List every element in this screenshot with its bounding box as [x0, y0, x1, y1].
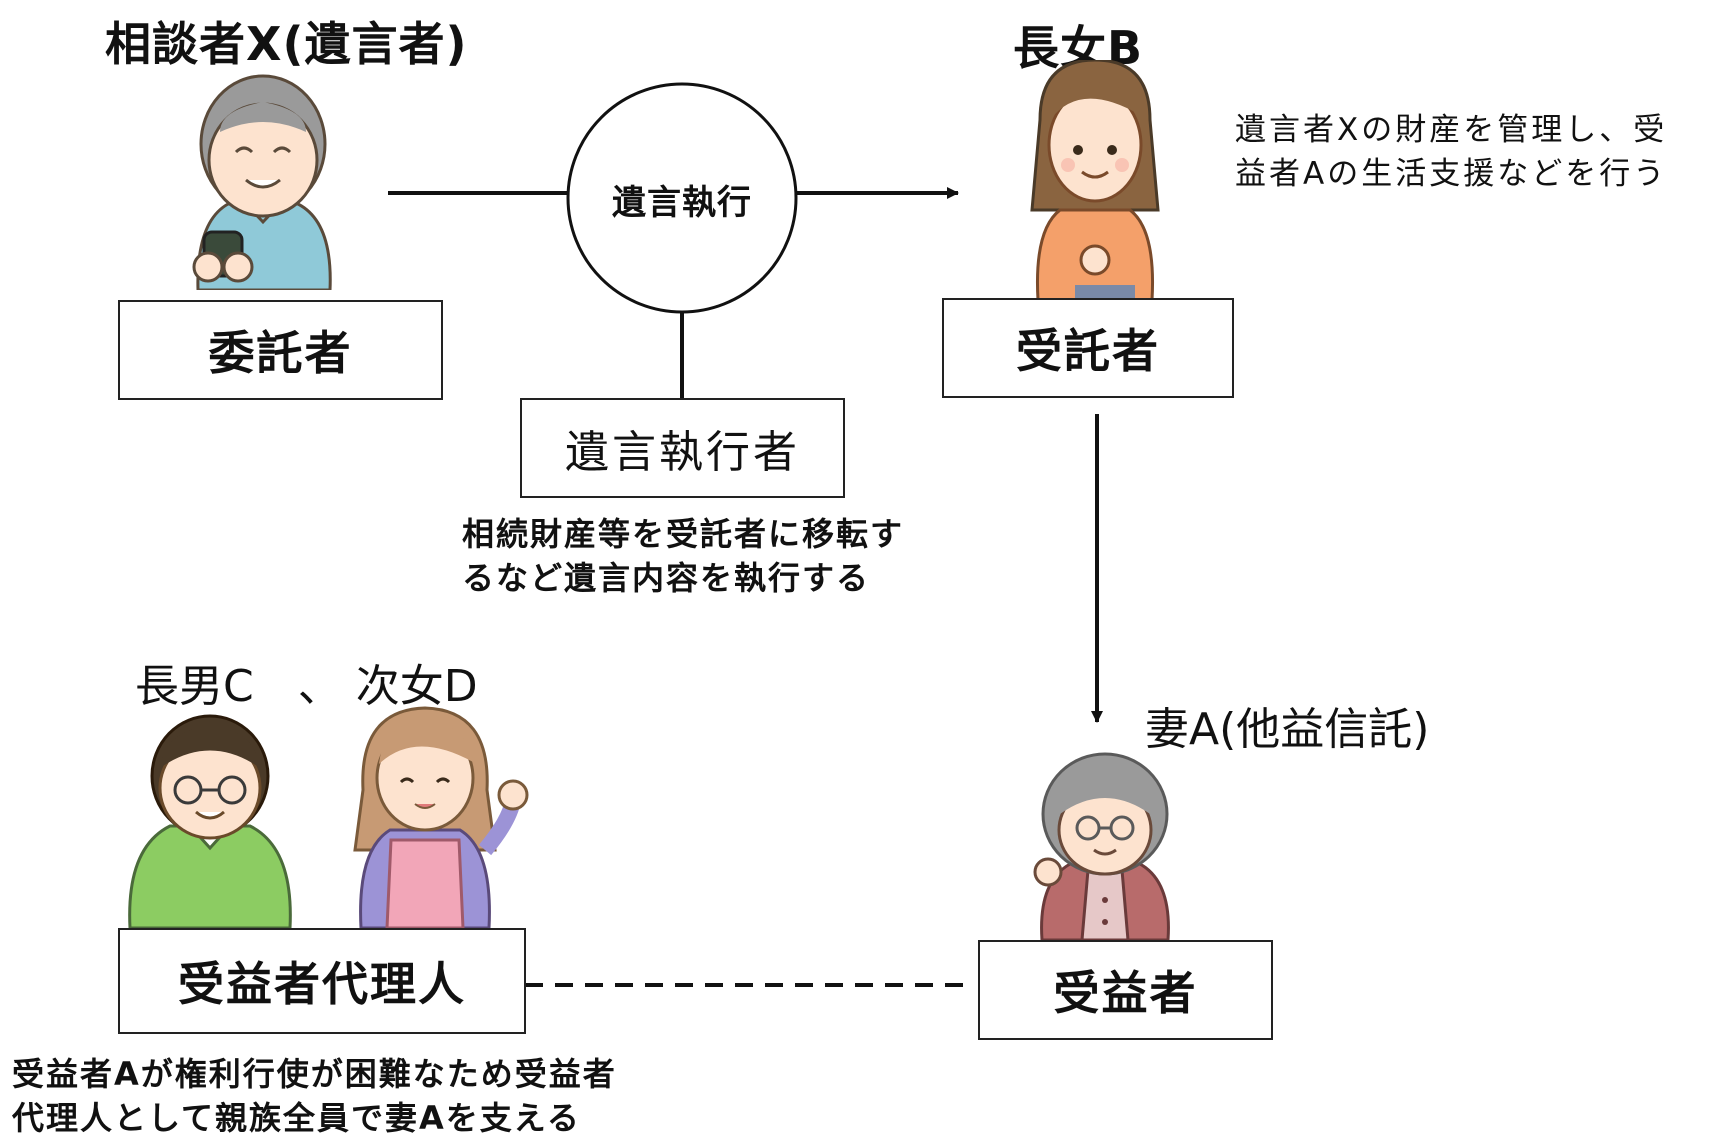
elderly-man-illustration: [192, 74, 332, 290]
will-execution-label: 遺言執行: [612, 183, 752, 223]
beneficiary-agent-role-box: 受益者代理人: [118, 928, 526, 1034]
trustee-note-line1: 遺言者Xの財産を管理し、受: [1235, 112, 1668, 148]
son-illustration: [128, 714, 292, 928]
children-name-label: 長男C 、 次女D: [135, 661, 478, 712]
wife-name-label: 妻A(他益信託): [1145, 704, 1430, 755]
executor-role-box: 遺言執行者: [520, 398, 845, 498]
settlor-name-label: 相談者X(遺言者): [105, 17, 468, 71]
trustee-role-box: 受託者: [942, 298, 1234, 398]
will-execution-circle: [566, 82, 798, 314]
executor-note-line1: 相続財産等を受託者に移転す: [462, 515, 905, 553]
trustee-note-line2: 益者Aの生活支援などを行う: [1235, 156, 1668, 192]
younger-daughter-illustration: [353, 706, 529, 928]
agent-note-line2: 代理人として親族全員で妻Aを支える: [12, 1099, 581, 1137]
beneficiary-role-box: 受益者: [978, 940, 1273, 1040]
settlor-role-box: 委託者: [118, 300, 443, 400]
executor-note-line2: るなど遺言内容を執行する: [462, 559, 871, 597]
agent-note-line1: 受益者Aが権利行使が困難なため受益者: [12, 1055, 617, 1093]
adult-daughter-illustration: [1030, 60, 1160, 300]
elderly-woman-illustration: [1033, 752, 1170, 940]
